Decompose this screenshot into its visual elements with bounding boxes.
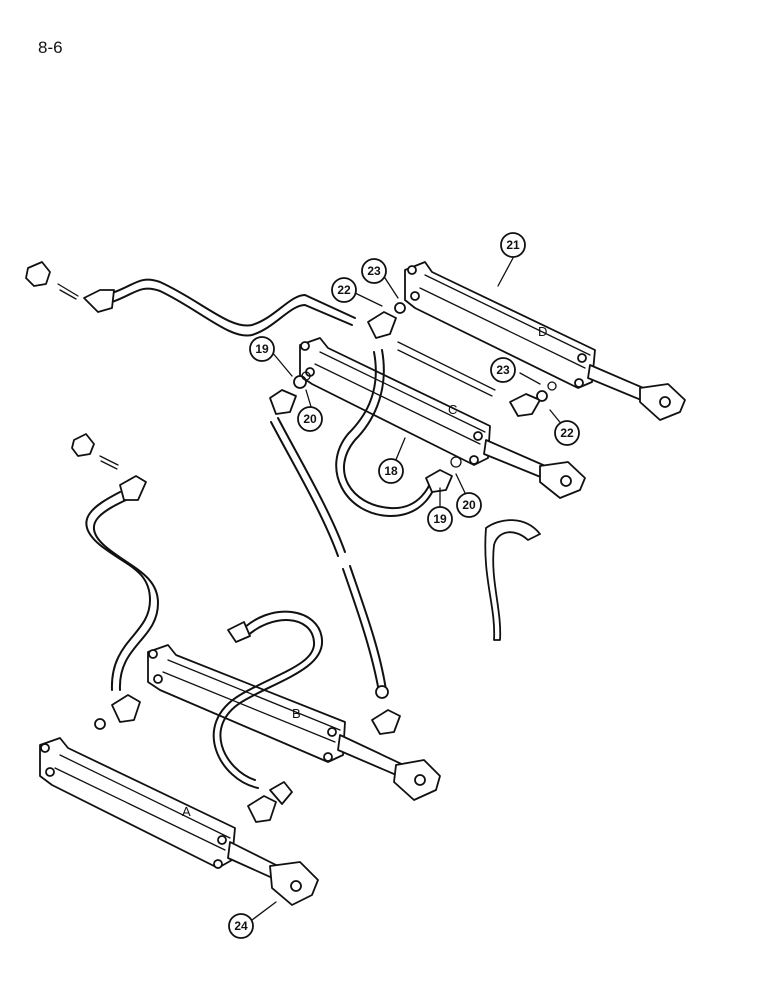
svg-text:23: 23 <box>367 264 381 278</box>
cylinder-b-letter: B <box>292 706 301 721</box>
hydraulic-tubes <box>85 278 496 789</box>
callout-19-upper: 19 <box>249 336 275 362</box>
svg-text:19: 19 <box>433 512 447 526</box>
svg-text:24: 24 <box>234 919 248 933</box>
cylinder-d: D <box>404 261 686 421</box>
svg-text:22: 22 <box>560 426 574 440</box>
strap-part <box>484 519 541 641</box>
hose-fittings <box>25 261 557 823</box>
callout-20-lower: 20 <box>456 492 482 518</box>
svg-text:18: 18 <box>384 464 398 478</box>
callout-23-upper: 23 <box>361 258 387 284</box>
callout-22-lower: 22 <box>554 420 580 446</box>
svg-text:19: 19 <box>255 342 269 356</box>
callout-23-lower: 23 <box>490 357 516 383</box>
svg-text:20: 20 <box>462 498 476 512</box>
cylinder-c-letter: C <box>448 402 457 417</box>
cylinder-d-letter: D <box>538 324 547 339</box>
cylinder-a: A <box>39 737 319 906</box>
page-number: 8-6 <box>38 38 63 57</box>
callout-18: 18 <box>378 458 404 484</box>
callout-21: 21 <box>500 232 526 258</box>
svg-text:23: 23 <box>496 363 510 377</box>
cylinder-b: B <box>147 644 441 801</box>
svg-text:22: 22 <box>337 283 351 297</box>
callout-20-upper: 20 <box>297 406 323 432</box>
svg-text:21: 21 <box>506 238 520 252</box>
svg-text:20: 20 <box>303 412 317 426</box>
cylinder-a-letter: A <box>182 804 191 819</box>
callout-24: 24 <box>228 913 254 939</box>
callout-22-upper: 22 <box>331 277 357 303</box>
callout-19-lower: 19 <box>427 506 453 532</box>
cylinder-c: C <box>299 337 586 499</box>
